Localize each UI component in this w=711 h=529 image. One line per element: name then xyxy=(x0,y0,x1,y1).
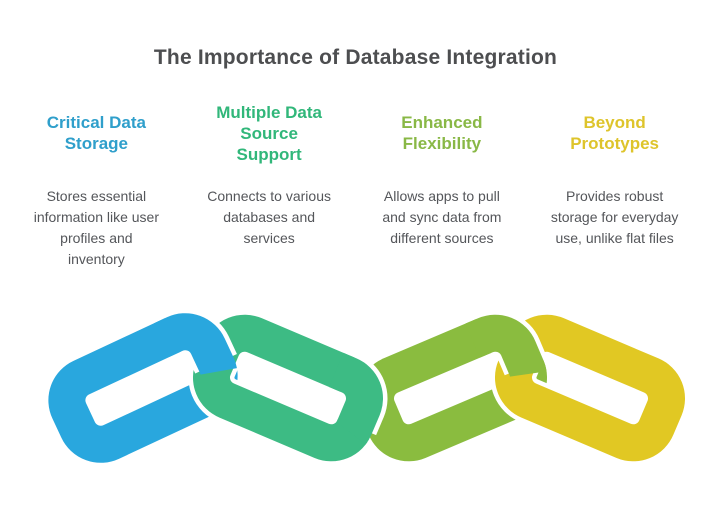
column-heading: Enhanced Flexibility xyxy=(365,88,520,178)
description-line: and sync data from xyxy=(382,209,502,225)
heading-line: Multiple Data xyxy=(216,102,323,122)
page-title: The Importance of Database Integration xyxy=(153,46,558,69)
column-critical-data-storage: Critical Data Storage Stores essential i… xyxy=(10,88,183,270)
column-heading: Multiple Data Source Support xyxy=(192,88,347,178)
heading-line: Critical Data xyxy=(46,113,146,132)
description-line: inventory xyxy=(67,251,125,267)
column-description: Provides robust storage for everyday use… xyxy=(537,186,692,249)
chain-weave-blue-over xyxy=(43,308,243,468)
heading-line: Storage xyxy=(64,134,129,153)
description-line: information like user xyxy=(33,209,160,225)
column-enhanced-flexibility: Enhanced Flexibility Allows apps to pull… xyxy=(356,88,529,270)
column-multiple-data-source-support: Multiple Data Source Support Connects to… xyxy=(183,88,356,270)
heading-line: Flexibility xyxy=(402,134,482,153)
heading-line: Support xyxy=(236,144,302,164)
heading-line: Prototypes xyxy=(570,134,660,153)
chain-links-graphic xyxy=(43,308,690,468)
chain-weave-olive-over xyxy=(352,310,552,466)
column-description: Stores essential information like user p… xyxy=(19,186,174,270)
heading-line: Enhanced xyxy=(401,113,483,132)
column-description: Allows apps to pull and sync data from d… xyxy=(365,186,520,249)
description-line: use, unlike flat files xyxy=(555,230,674,246)
column-description: Connects to various databases and servic… xyxy=(192,186,347,249)
description-line: Allows apps to pull xyxy=(383,188,500,204)
description-line: Connects to various xyxy=(207,188,331,204)
description-line: storage for everyday xyxy=(550,209,679,225)
description-line: databases and xyxy=(223,209,316,225)
column-beyond-prototypes: Beyond Prototypes Provides robust storag… xyxy=(528,88,701,270)
description-line: services xyxy=(243,230,295,246)
column-heading: Beyond Prototypes xyxy=(537,88,692,178)
heading-line: Beyond xyxy=(583,113,646,132)
description-line: different sources xyxy=(390,230,494,246)
description-line: Provides robust xyxy=(565,188,664,204)
description-line: profiles and xyxy=(60,230,133,246)
column-heading: Critical Data Storage xyxy=(19,88,174,178)
description-line: Stores essential xyxy=(46,188,147,204)
feature-columns: Critical Data Storage Stores essential i… xyxy=(10,88,701,270)
chain-weave-green-over xyxy=(188,310,388,466)
heading-line: Source xyxy=(240,123,298,143)
